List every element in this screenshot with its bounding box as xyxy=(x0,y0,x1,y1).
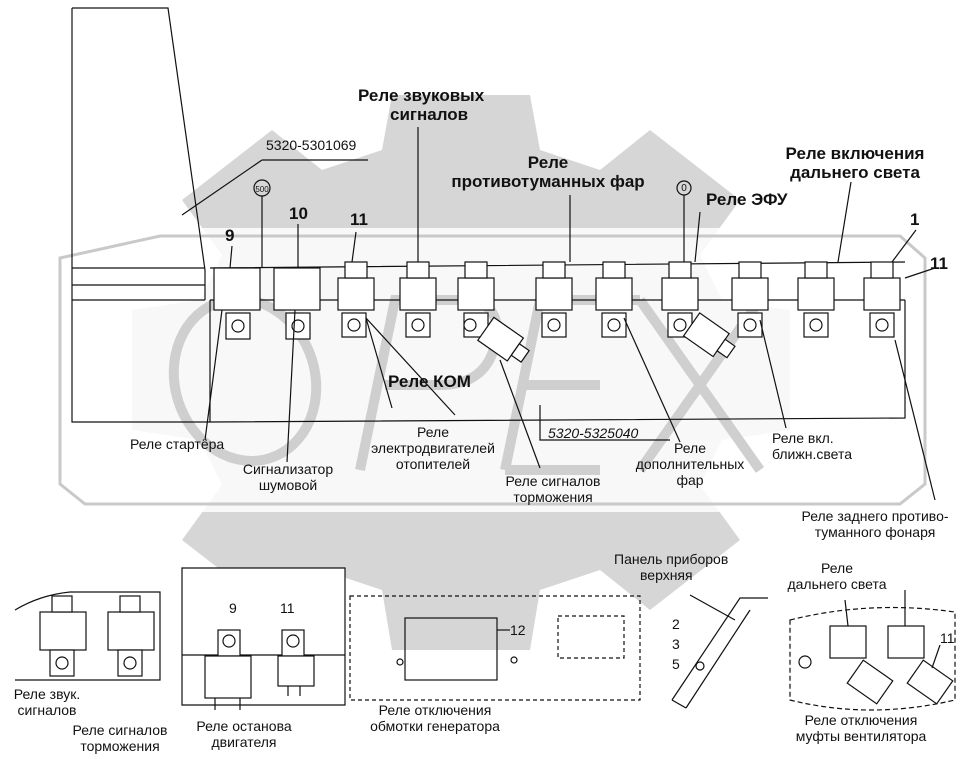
horn-relay-small-label: Реле звук.сигналов xyxy=(13,686,81,718)
detail-position-11: 11 xyxy=(280,600,295,616)
position-1: 1 xyxy=(910,210,920,229)
upper-panel-detail xyxy=(671,594,768,709)
detail-position-11-right: 11 xyxy=(940,630,955,646)
detail-position-12: 12 xyxy=(510,622,526,638)
circle-markers xyxy=(253,179,692,268)
circle-marker-500: 500 xyxy=(255,185,269,194)
position-11: 11 xyxy=(350,210,368,229)
circle-marker-0: 0 xyxy=(681,183,687,194)
relay-row xyxy=(213,261,901,363)
detail-left xyxy=(14,591,161,681)
position-11-right: 11 xyxy=(930,254,948,273)
watermark-panel xyxy=(50,228,935,512)
efu-relay-label: Реле ЭФУ xyxy=(706,190,788,209)
detail-position-5: 5 xyxy=(672,656,680,672)
detail-middle xyxy=(181,567,346,710)
cab-outline xyxy=(71,7,210,423)
position-9: 9 xyxy=(225,226,235,245)
detail-position-3: 3 xyxy=(672,636,680,652)
starter-relay-label: Реле стартёра xyxy=(130,436,225,452)
kom-relay-label: Реле КОМ xyxy=(388,372,471,391)
detail-position-9: 9 xyxy=(229,600,237,616)
detail-panel xyxy=(349,595,641,701)
harness-code-top: 5320-5301069 xyxy=(266,137,357,153)
detail-right xyxy=(789,590,956,711)
detail-position-2: 2 xyxy=(672,616,680,632)
leader-lines xyxy=(181,127,936,501)
low-beam-relay-label: Реле вкл.ближн.света xyxy=(772,430,853,462)
harness-code-mid: 5320-5325040 xyxy=(548,425,639,441)
position-10: 10 xyxy=(289,204,308,223)
rear-fog-relay-label: Реле заднего противо-туманного фонаря xyxy=(801,508,949,540)
